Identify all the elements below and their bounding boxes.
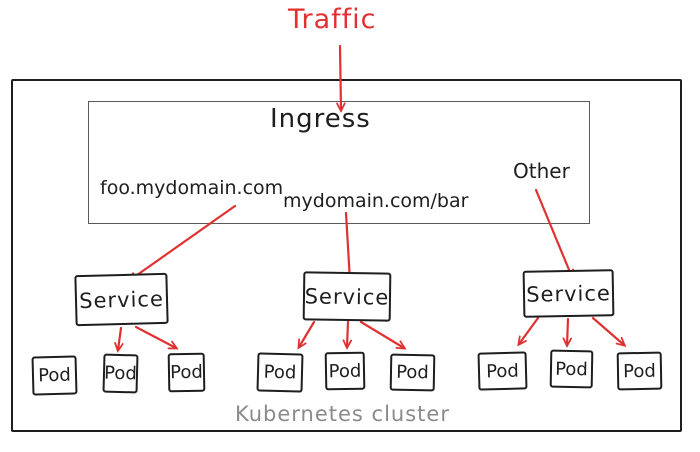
pod-node-3: Pod [167, 352, 206, 393]
ingress-title: Ingress [270, 104, 371, 134]
ingress-rule-foo: foo.mydomain.com [100, 177, 284, 199]
traffic-label: Traffic [288, 4, 377, 35]
cluster-caption: Kubernetes cluster [235, 402, 450, 426]
pod-node-6: Pod [389, 353, 436, 392]
service-node-2: Service [302, 271, 392, 322]
ingress-rule-bar: mydomain.com/bar [283, 190, 469, 212]
pod-node-5: Pod [324, 351, 366, 391]
ingress-rule-other: Other [513, 159, 570, 183]
pod-node-1: Pod [31, 355, 78, 396]
pod-node-2: Pod [102, 353, 139, 394]
pod-node-9: Pod [616, 351, 663, 391]
service-node-1: Service [74, 272, 169, 327]
service-node-3: Service [522, 269, 615, 318]
pod-node-4: Pod [256, 352, 304, 393]
cluster-boundary-box [11, 79, 682, 432]
pod-node-7: Pod [477, 351, 528, 391]
pod-node-8: Pod [549, 349, 594, 389]
